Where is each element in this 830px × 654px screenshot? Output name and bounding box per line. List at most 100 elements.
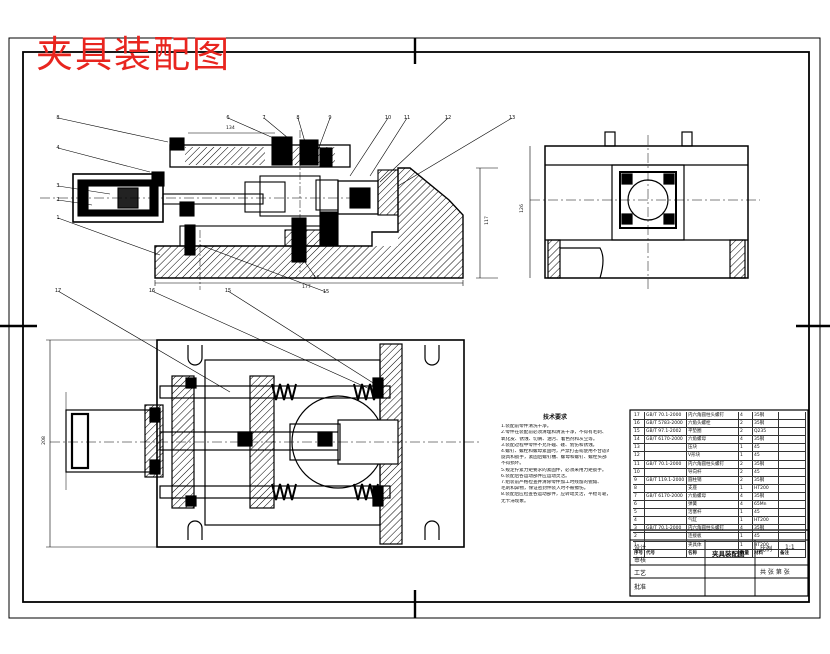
parts-list-cell: 12	[633, 452, 645, 460]
parts-list-cell: 45	[753, 444, 779, 452]
parts-list-cell: 35钢	[753, 412, 779, 420]
requirement-line: 旋具和扳手，紧固后螺钉槽、螺母和螺钉、螺栓头部	[501, 455, 607, 461]
parts-list-cell: V形块	[687, 452, 739, 460]
parts-list-cell	[779, 436, 806, 444]
parts-list-cell: 导向杆	[687, 468, 739, 476]
parts-list-cell	[779, 444, 806, 452]
parts-list-cell: 4	[739, 501, 753, 509]
parts-list-header-cell: 数量	[739, 549, 753, 557]
parts-list-cell: 35钢	[753, 476, 779, 484]
parts-list-cell: 35钢	[753, 525, 779, 533]
parts-list-cell: 1	[633, 541, 645, 549]
parts-list-header-cell: 备注	[779, 549, 806, 557]
parts-list-cell: 4	[739, 412, 753, 420]
parts-list-header-cell: 材料	[753, 549, 779, 557]
technical-requirements-heading: 技术要求	[542, 414, 567, 421]
parts-list-cell: 45	[753, 509, 779, 517]
drawing-title: 夹具装配图	[36, 33, 231, 76]
requirement-line: 毛刺和异物，保证密封件装入时不被擦伤。	[501, 486, 589, 492]
parts-list-header: 序号代号名称数量材料备注	[633, 549, 806, 558]
parts-list-cell	[645, 533, 687, 541]
part-balloon: 13	[508, 115, 516, 121]
part-balloon: 8	[56, 115, 60, 121]
parts-list-cell: 65Mn	[753, 501, 779, 509]
part-balloon: 9	[328, 115, 332, 121]
requirement-line: 7.组装前严格检查并清除零件加工时残留的锐角、	[501, 480, 602, 486]
parts-list-cell: 3	[633, 525, 645, 533]
part-balloon: 15	[322, 289, 330, 295]
parts-list-cell: 35钢	[753, 460, 779, 468]
parts-list-cell: GB/T 6170-2000	[645, 436, 687, 444]
parts-list-cell: 35钢	[753, 420, 779, 428]
parts-list-cell	[779, 492, 806, 501]
parts-list-cell	[779, 484, 806, 492]
requirement-line: 无卡滞现象。	[501, 498, 529, 504]
parts-list-cell: 内六角圆柱头螺钉	[687, 460, 739, 468]
parts-list-cell: 16	[633, 420, 645, 428]
parts-list-cell	[779, 501, 806, 509]
parts-list-cell: 六角螺母	[687, 436, 739, 444]
title-block-sheet: 共 张 第 张	[760, 569, 790, 576]
title-block-checker: 审核	[634, 557, 647, 564]
parts-list-cell: 2	[739, 428, 753, 436]
parts-list-cell	[645, 541, 687, 549]
parts-list-cell: 平垫圈	[687, 428, 739, 436]
parts-list-cell: Q235	[753, 428, 779, 436]
parts-list-cell	[645, 452, 687, 460]
part-balloon: 15	[224, 288, 232, 294]
parts-list-cell: 2	[739, 460, 753, 468]
parts-list-cell: 15	[633, 428, 645, 436]
parts-list-header-cell: 代号	[645, 549, 687, 557]
requirement-line: 6.装配后各运动部件应运动灵活。	[501, 473, 570, 479]
requirement-line: 5.规定拧紧力矩要求的紧固件，必须采用力矩扳手。	[501, 467, 607, 473]
parts-list-cell	[779, 420, 806, 428]
parts-list-cell: 35钢	[753, 436, 779, 444]
parts-list-cell: 45	[753, 452, 779, 460]
part-balloon: 8	[296, 115, 300, 121]
parts-list-cell: 压块	[687, 444, 739, 452]
part-balloon: 16	[148, 288, 156, 294]
title-block-designer: 设计	[634, 545, 647, 552]
requirement-line: 2.零件在装配前必须清理和清洗干净，不得有毛刺、飞边、	[501, 430, 609, 436]
parts-list-cell: 4	[633, 517, 645, 525]
parts-list-cell: 六角头螺栓	[687, 420, 739, 428]
parts-list-cell: 17	[633, 412, 645, 420]
parts-list-cell: 4	[739, 436, 753, 444]
parts-list-cell	[779, 517, 806, 525]
parts-list-cell	[779, 452, 806, 460]
title-block-scale-label: 比例	[760, 546, 773, 553]
parts-list-cell: 14	[633, 436, 645, 444]
parts-list-cell: GB/T 5783-2000	[645, 420, 687, 428]
parts-list-cell: 13	[633, 444, 645, 452]
parts-list-cell: 圆柱销	[687, 476, 739, 484]
part-balloon: 6	[226, 115, 230, 121]
parts-list-cell: 10	[633, 468, 645, 476]
title-block-drawing-name: 夹具装配图	[712, 550, 745, 558]
parts-list-cell: 1	[739, 541, 753, 549]
requirement-line: 3.装配过程中零件不允许磕、碰、划伤和锈蚀。	[501, 442, 598, 448]
part-balloon: 2	[56, 197, 60, 203]
parts-list-cell: 45	[753, 468, 779, 476]
parts-list-cell	[645, 509, 687, 517]
part-balloon: 17	[54, 288, 62, 294]
parts-list-cell: GB/T 97.1-2002	[645, 428, 687, 436]
parts-list-cell: GB/T 70.1-2000	[645, 460, 687, 468]
parts-list-cell: 2	[739, 476, 753, 484]
parts-list-cell: 连接板	[687, 533, 739, 541]
dim-top-height: 208	[41, 436, 47, 445]
parts-list-cell: 1	[739, 517, 753, 525]
parts-list-cell: 气缸	[687, 517, 739, 525]
requirement-line: 1.装配前零件清洗干净。	[501, 424, 552, 430]
parts-list-header-cell: 序号	[634, 549, 645, 557]
parts-list-cell: 1	[739, 509, 753, 517]
